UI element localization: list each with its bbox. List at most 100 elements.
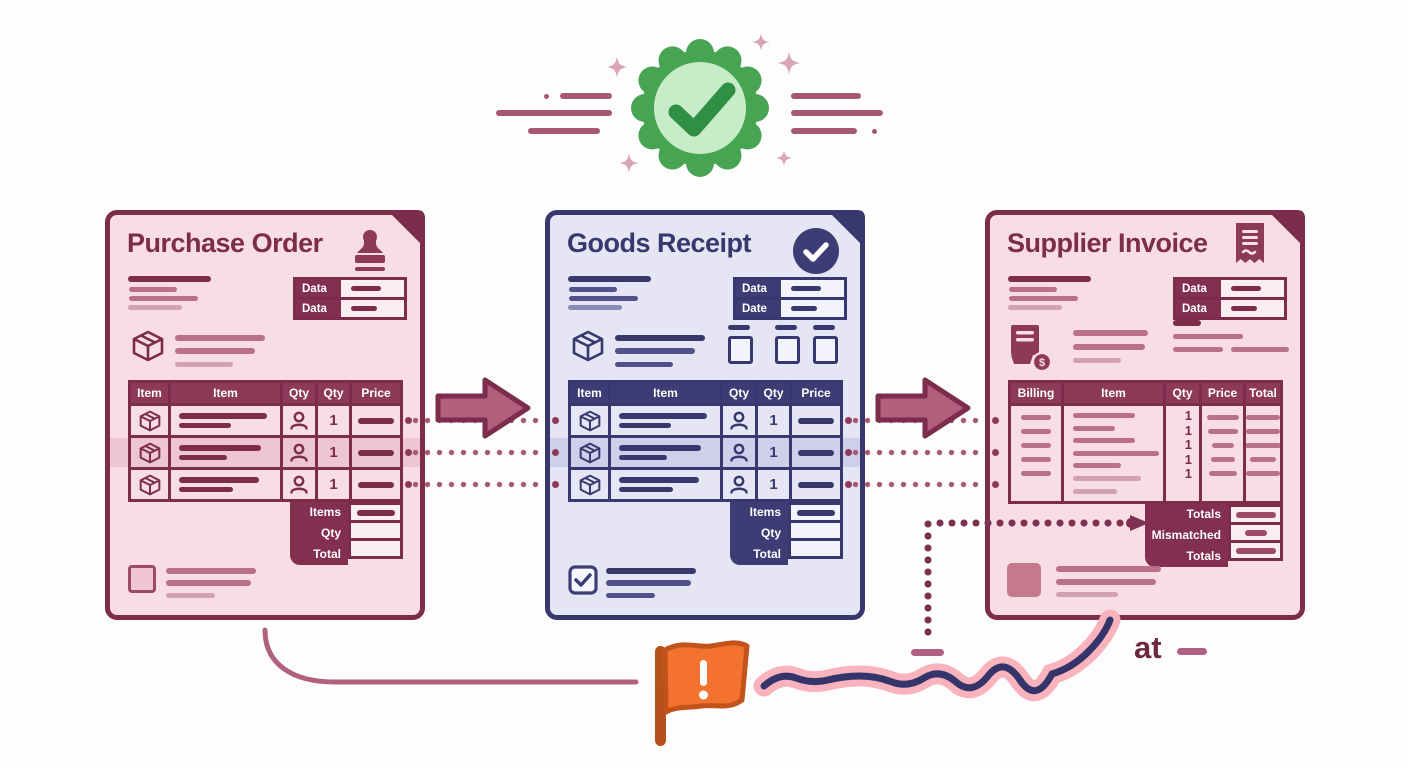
- placeholder-line: [1009, 287, 1057, 292]
- package-icon: [139, 410, 160, 431]
- po-to-flag-curve: [262, 627, 639, 685]
- column-header: Item: [1061, 383, 1163, 403]
- qty-value: 1: [315, 470, 349, 499]
- placeholder-line: [128, 305, 182, 310]
- match-dot: [845, 481, 852, 488]
- placeholder-line: [1008, 305, 1062, 310]
- column-header: Item: [608, 383, 720, 403]
- placeholder-line: [1073, 450, 1159, 456]
- match-dot: [405, 449, 412, 456]
- placeholder-line: [179, 423, 231, 428]
- person-icon: [290, 411, 308, 430]
- data-value: [341, 300, 404, 317]
- placeholder-line: [1056, 566, 1161, 572]
- placeholder-line: [619, 445, 701, 451]
- summary-label: Qty: [760, 526, 781, 540]
- pallet-box: [728, 336, 753, 364]
- qty-value: 1: [1184, 422, 1192, 438]
- placeholder-line: [619, 487, 673, 492]
- sparkle-icon: [777, 51, 801, 75]
- data-label: Data: [296, 280, 341, 297]
- placeholder-line: [179, 455, 227, 460]
- invoice-items-table: Billing Item Qty Price Total: [1008, 380, 1283, 504]
- speed-line: [791, 128, 857, 134]
- match-dots-row: [412, 449, 540, 456]
- supplier-invoice-document: Supplier Invoice Data Data $: [985, 210, 1305, 620]
- match-dots-row: [852, 481, 980, 488]
- placeholder-line: [1208, 471, 1237, 476]
- placeholder-line: [1246, 415, 1280, 420]
- placeholder-line: [1231, 347, 1289, 352]
- placeholder-line: [129, 296, 198, 301]
- summary-value: [788, 538, 843, 559]
- column-header: Price: [349, 383, 400, 403]
- column-header: Total: [1243, 383, 1280, 403]
- pallet-box: [813, 336, 838, 364]
- placeholder-line: [619, 423, 671, 428]
- placeholder-line: [358, 449, 394, 456]
- match-dot: [992, 449, 999, 456]
- summary-label: Totals: [1186, 507, 1221, 521]
- placeholder-line: [1073, 438, 1135, 444]
- placeholder-line: [179, 477, 259, 483]
- data-value: [781, 280, 844, 297]
- table-row: 1: [131, 467, 400, 499]
- placeholder-line: [1009, 296, 1078, 301]
- table-row: 1: [571, 403, 840, 435]
- placeholder-line: [358, 417, 394, 424]
- row-highlight-band: [550, 438, 568, 467]
- placeholder-line: [775, 325, 797, 330]
- note-box: [1007, 563, 1041, 597]
- summary-value: [1228, 540, 1283, 561]
- data-label: Data: [1176, 280, 1221, 297]
- match-dot: [992, 417, 999, 424]
- arrowhead-icon: [1126, 515, 1149, 531]
- placeholder-line: [175, 335, 265, 341]
- match-dot: [845, 449, 852, 456]
- summary-value: [348, 538, 403, 559]
- placeholder-line: [1021, 471, 1051, 476]
- table-row-highlighted: 1: [571, 435, 840, 467]
- mismatch-squiggle: [753, 609, 1121, 701]
- check-circle-icon: [793, 228, 839, 274]
- qty-value: 1: [1184, 437, 1192, 452]
- placeholder-line: [1246, 443, 1280, 448]
- qty-value: 1: [315, 438, 349, 467]
- placeholder-line: [619, 477, 699, 483]
- placeholder-line: [166, 580, 251, 586]
- goods-receipt-document: Goods Receipt Data Date Item: [545, 210, 865, 620]
- flow-arrow-icon: [875, 377, 971, 439]
- person-icon: [290, 443, 308, 462]
- flow-arrow-icon: [435, 377, 531, 439]
- match-dot: [552, 417, 559, 424]
- table-body: 1 1 1 1 1: [1011, 403, 1280, 501]
- table-row: 1: [571, 467, 840, 499]
- page-title: Purchase Order: [127, 228, 323, 258]
- data-label: Data: [736, 280, 781, 297]
- tick-dash: [911, 649, 944, 656]
- placeholder-line: [1021, 429, 1051, 434]
- speed-line: [560, 93, 612, 99]
- person-icon: [730, 411, 748, 430]
- mismatch-dotted-path: [936, 519, 1126, 527]
- match-dot: [845, 417, 852, 424]
- summary-label: Mismatched: [1151, 528, 1221, 542]
- speed-line: [528, 128, 600, 134]
- column-header: Qty: [280, 383, 315, 403]
- placeholder-line: [569, 287, 617, 292]
- person-icon: [730, 443, 748, 462]
- page-fold-icon: [387, 210, 425, 248]
- qty-value: 1: [315, 406, 349, 435]
- placeholder-line: [1206, 415, 1239, 420]
- data-box: Data Data: [1173, 277, 1287, 320]
- placeholder-line: [615, 335, 705, 341]
- summary-label: Totals: [1186, 549, 1221, 563]
- summary-label: Total: [753, 547, 781, 561]
- placeholder-line: [1021, 457, 1051, 462]
- placeholder-line: [1173, 347, 1223, 352]
- purchase-order-document: Purchase Order Data Data Item Item Qt: [105, 210, 425, 620]
- sparkle-icon: [606, 56, 628, 78]
- speed-line-dot: [544, 94, 549, 99]
- qty-value: 1: [755, 406, 789, 435]
- placeholder-line: [615, 362, 673, 367]
